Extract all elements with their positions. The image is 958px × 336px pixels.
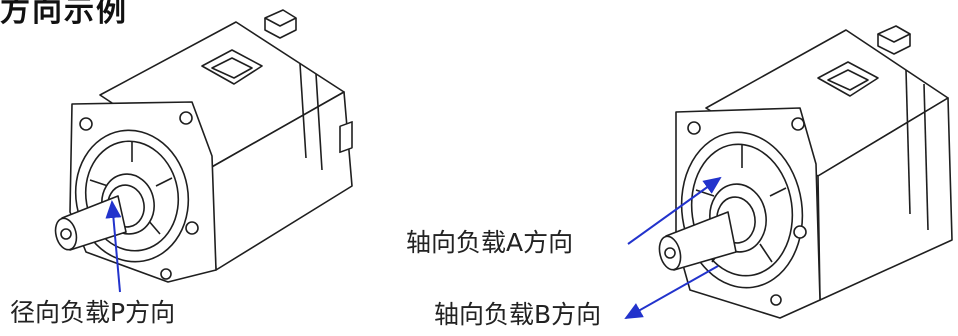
- page-heading-fragment: 方向示例: [0, 0, 128, 29]
- radial-load-label: 径向负载P方向: [10, 298, 176, 327]
- axial-load-a-label: 轴向负载A方向: [406, 228, 574, 257]
- axial-load-a-arrow: [627, 176, 722, 245]
- axial-load-b-label: 轴向负载B方向: [434, 300, 602, 329]
- motor-right: [658, 25, 953, 319]
- axial-load-b-arrow: [624, 265, 719, 319]
- radial-load-arrow: [105, 200, 122, 293]
- motor-left: [54, 9, 353, 283]
